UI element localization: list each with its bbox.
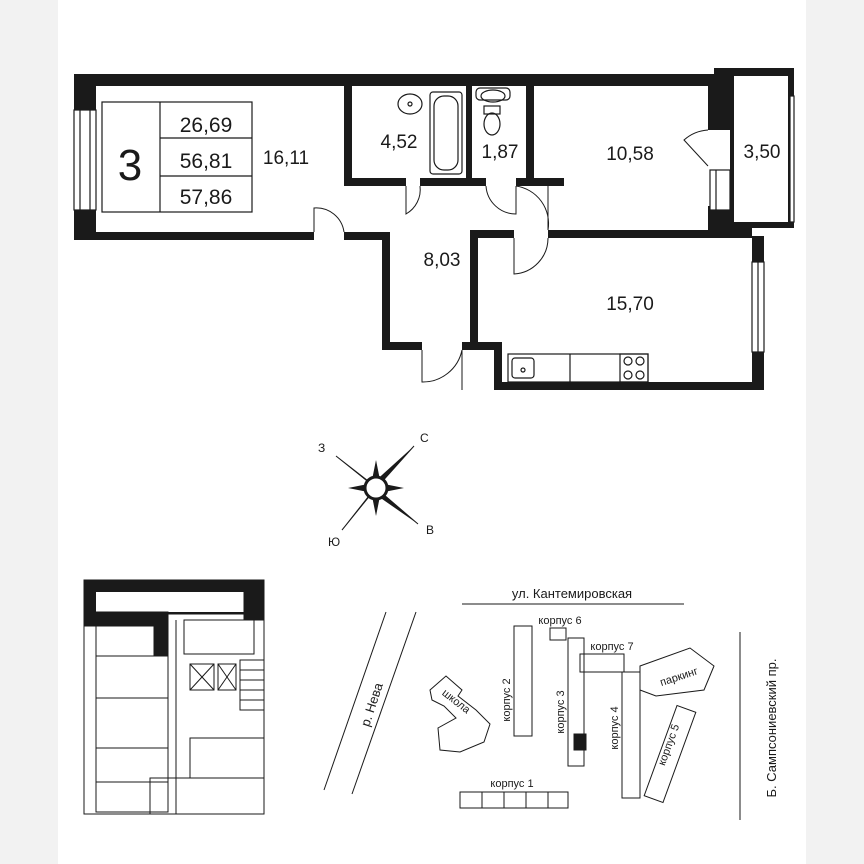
bathroom-area: 4,52 (381, 132, 418, 153)
compass-west: З (318, 441, 325, 455)
compass-icon (335, 445, 419, 531)
floor-key-plan (83, 579, 265, 815)
room-large-area: 16,11 (263, 148, 309, 169)
street-kantemirovskaya: ул. Кантемировская (512, 586, 632, 601)
building-4-label: корпус 4 (609, 706, 621, 749)
toilet-area: 1,87 (482, 142, 519, 163)
building-1-label: корпус 1 (490, 778, 533, 790)
site-map (323, 603, 741, 820)
hall-area: 8,03 (424, 250, 461, 271)
living-area: 26,69 (180, 114, 233, 137)
river-neva: р. Нева (358, 680, 386, 728)
rooms-count: 3 (118, 141, 142, 190)
bedroom-area: 10,58 (606, 144, 654, 165)
street-sampsonievsky: Б. Сампсониевский пр. (764, 658, 779, 797)
total-area-with-balcony: 57,86 (180, 186, 233, 209)
parking-label: паркинг (659, 665, 700, 689)
school-label: школа (439, 687, 472, 717)
compass-north: С (420, 431, 429, 445)
compass-east: В (426, 523, 434, 537)
building-6-label: корпус 6 (538, 615, 581, 627)
fixtures (397, 87, 649, 383)
building-3-label: корпус 3 (555, 690, 567, 733)
area-info-box (101, 101, 253, 213)
doors (313, 129, 709, 390)
balcony-area: 3,50 (744, 142, 781, 163)
building-7-label: корпус 7 (590, 641, 633, 653)
compass-south: Ю (328, 535, 340, 549)
plan-sheet (58, 0, 806, 864)
kitchen-area: 15,70 (606, 294, 654, 315)
building-2-label: корпус 2 (501, 678, 513, 721)
windows (73, 95, 795, 353)
total-area: 56,81 (180, 150, 233, 173)
